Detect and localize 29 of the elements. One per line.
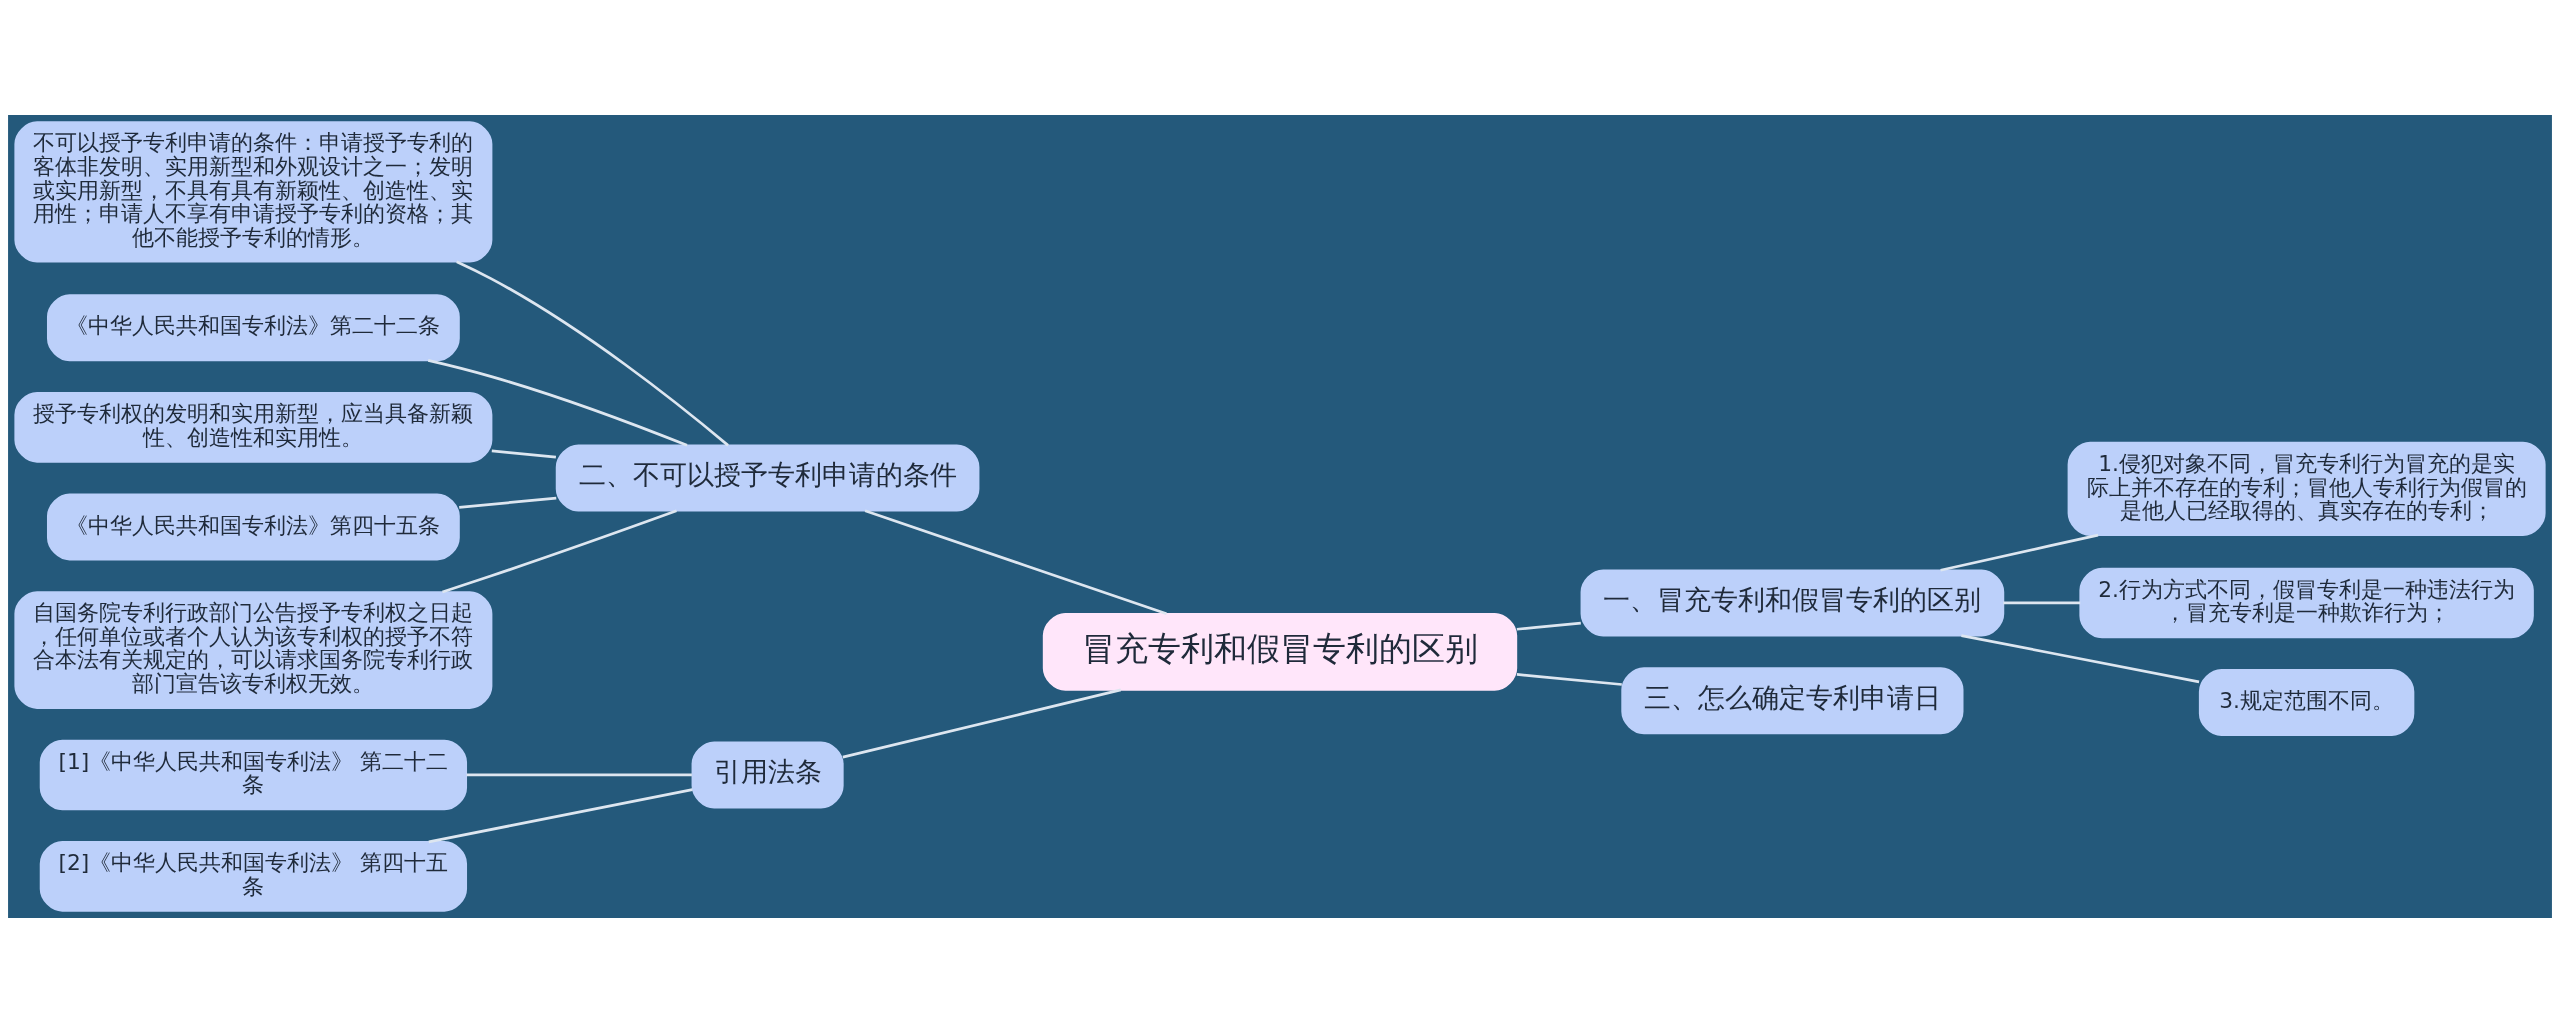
node-box: [1]《中华人民共和国专利法》 第二十二条	[39, 739, 468, 811]
node-box: 引用法条	[691, 741, 844, 809]
connector	[1940, 533, 2099, 572]
node-box: 三、怎么确定专利申请日	[1621, 667, 1964, 735]
connector	[466, 773, 692, 777]
node-box: 《中华人民共和国专利法》第二十二条	[47, 294, 460, 362]
connector	[842, 688, 1122, 759]
connector	[456, 260, 729, 447]
connector	[1516, 673, 1622, 686]
connector	[427, 359, 688, 447]
connector	[864, 509, 1167, 615]
node-box: 不可以授予专利申请的条件：申请授予专利的客体非发明、实用新型和外观设计之一；发明或实用新型，不具有具有新颖性、创造性、实用性；申请人不享有申请授予专利的资格；其他不能授予专利的情形。	[14, 121, 493, 263]
connector	[2003, 601, 2081, 605]
node-box: 授予专利权的发明和实用新型，应当具备新颖性、创造性和实用性。	[14, 392, 493, 463]
connector	[459, 496, 557, 509]
connector	[491, 449, 557, 459]
node-box: 自国务院专利行政部门公告授予专利权之日起，任何单位或者个人认为该专利权的授予不符合本法有关规定的，可以请求国务院专利行政部门宣告该专利权无效。	[14, 591, 493, 709]
node-box: 1.侵犯对象不同，冒充专利行为冒充的是实际上并不存在的专利；冒他人专利行为假冒的是他人已经取得的、真实存在的专利；	[2067, 441, 2546, 536]
connector	[1961, 634, 2200, 684]
connector	[428, 788, 693, 844]
node-box: [2]《中华人民共和国专利法》 第四十五条	[39, 841, 468, 912]
node-box: 一、冒充专利和假冒专利的区别	[1580, 569, 2005, 637]
node-box: 冒充专利和假冒专利的区别	[1042, 612, 1518, 691]
node-box: 《中华人民共和国专利法》第四十五条	[47, 493, 460, 561]
node-box: 2.行为方式不同，假冒专利是一种违法行为，冒充专利是一种欺诈行为；	[2079, 567, 2534, 639]
node-box: 二、不可以授予专利申请的条件	[555, 444, 980, 512]
connector	[1516, 621, 1581, 631]
node-box: 3.规定范围不同。	[2198, 669, 2415, 737]
connector	[442, 509, 677, 594]
